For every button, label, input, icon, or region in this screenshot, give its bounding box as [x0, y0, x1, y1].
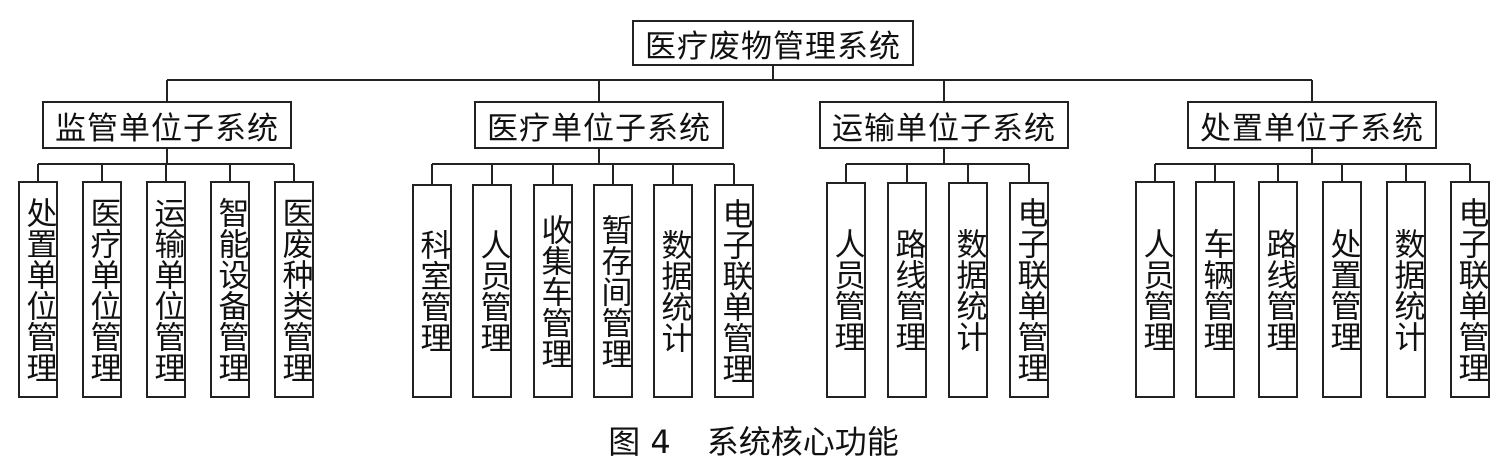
function-node: 电子联单管理 [1450, 181, 1490, 398]
subsystem-node: 运输单位子系统 [819, 101, 1069, 149]
function-node: 人员管理 [472, 184, 512, 398]
subsystem-node: 处置单位子系统 [1187, 101, 1437, 149]
subsystem-node: 监管单位子系统 [42, 101, 292, 149]
function-node: 科室管理 [412, 184, 452, 398]
caption-number: 图 4 [608, 423, 671, 461]
function-node: 智能设备管理 [210, 181, 250, 398]
function-node: 人员管理 [826, 182, 866, 398]
function-node: 路线管理 [1258, 181, 1298, 398]
function-node: 车辆管理 [1195, 181, 1235, 398]
function-node: 数据统计 [1386, 181, 1426, 398]
function-node: 数据统计 [948, 182, 988, 398]
function-node: 医废种类管理 [274, 181, 314, 398]
function-node: 医疗单位管理 [82, 181, 122, 398]
subsystem-node: 医疗单位子系统 [474, 101, 724, 149]
function-node: 电子联单管理 [1009, 182, 1049, 398]
caption-title: 系统核心功能 [706, 423, 899, 461]
function-node: 数据统计 [653, 184, 693, 398]
function-node: 路线管理 [887, 182, 927, 398]
function-node: 电子联单管理 [714, 184, 754, 398]
function-node: 处置单位管理 [18, 181, 58, 398]
function-node: 处置管理 [1322, 181, 1362, 398]
root-node: 医疗废物管理系统 [632, 20, 914, 66]
function-node: 收集车管理 [533, 184, 573, 398]
function-node: 运输单位管理 [146, 181, 186, 398]
function-node: 人员管理 [1135, 181, 1175, 398]
function-node: 暂存间管理 [593, 184, 633, 398]
figure-caption: 图 4 系统核心功能 [0, 417, 1507, 463]
